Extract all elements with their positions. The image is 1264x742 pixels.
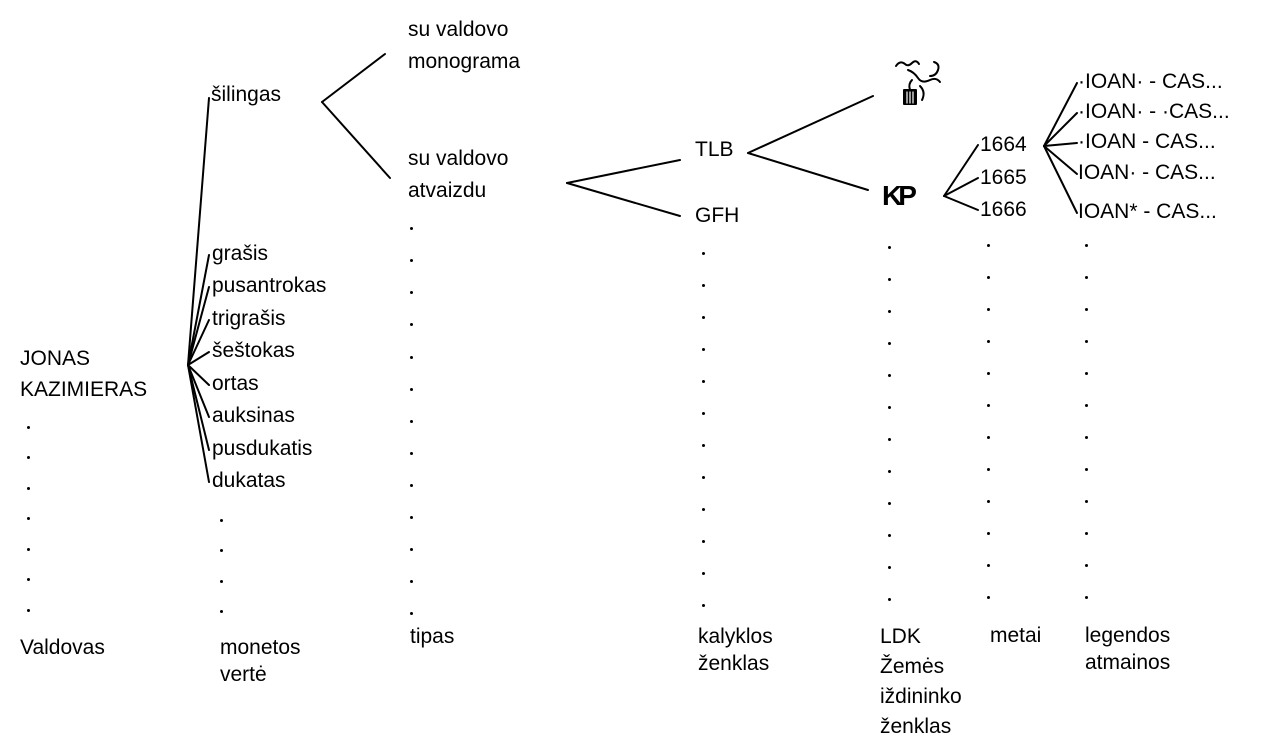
column-label-treasurer-line-2: Žemės bbox=[880, 655, 945, 678]
column-label-mint-line-2: ženklas bbox=[698, 652, 770, 675]
type-portrait-line-1: su valdovo bbox=[408, 147, 509, 170]
coin-value-grasis: grašis bbox=[212, 242, 269, 265]
coin-value-pusantrokas: pusantrokas bbox=[212, 274, 327, 297]
column-label-legend-line-1: legendos bbox=[1085, 624, 1171, 647]
type-monogram: su valdovo monograma bbox=[408, 14, 520, 78]
type-portrait-line-2: atvaizdu bbox=[408, 179, 487, 202]
ruler-name-line-1: JONAS bbox=[20, 347, 91, 370]
coin-value-pusdukatis: pusdukatis bbox=[212, 437, 313, 460]
year-1665: 1665 bbox=[980, 166, 1027, 189]
column-label-legend-line-2: atmainos bbox=[1085, 651, 1171, 674]
type-monogram-line-2: monograma bbox=[408, 50, 521, 73]
legend-variant-4: IOAN· - CAS... bbox=[1078, 161, 1216, 184]
coin-value-trigrasis: trigrašis bbox=[212, 307, 286, 330]
coin-value-ortas: ortas bbox=[212, 372, 259, 395]
column-label-treasurer-line-3: iždininko bbox=[880, 685, 962, 708]
legend-variant-1: ·IOAN· - CAS... bbox=[1078, 70, 1223, 93]
column-label-type: tipas bbox=[410, 623, 454, 650]
column-label-treasurer: LDK Žemės iždininko ženklas bbox=[880, 622, 962, 742]
type-portrait: su valdovo atvaizdu bbox=[408, 143, 508, 207]
mint-mark-gfh: GFH bbox=[695, 204, 740, 227]
mint-mark-tlb: TLB bbox=[695, 138, 734, 161]
column-label-legend: legendos atmainos bbox=[1085, 622, 1170, 676]
column-label-year: metai bbox=[990, 622, 1041, 649]
column-label-treasurer-line-1: LDK bbox=[880, 625, 921, 648]
coin-value-auksinas: auksinas bbox=[212, 404, 295, 427]
column-label-treasurer-line-4: ženklas bbox=[880, 715, 952, 738]
kp-mark: KP bbox=[882, 180, 917, 211]
legend-variant-5: IOAN* - CAS... bbox=[1078, 200, 1217, 223]
year-1664: 1664 bbox=[980, 133, 1027, 156]
kp-mark-text: KP bbox=[882, 180, 917, 211]
column-label-ruler: Valdovas bbox=[20, 634, 105, 661]
column-label-mint-line-1: kalyklos bbox=[698, 625, 773, 648]
coin-value-sestokas: šeštokas bbox=[212, 339, 295, 362]
ruler-name: JONAS KAZIMIERAS bbox=[20, 343, 147, 405]
column-label-type-line-1: tipas bbox=[410, 625, 455, 648]
legend-variant-3: ·IOAN - CAS... bbox=[1078, 130, 1216, 153]
coin-value-silingas: šilingas bbox=[211, 83, 282, 106]
legend-variant-2: ·IOAN· - ·CAS... bbox=[1078, 100, 1230, 123]
ruler-name-line-2: KAZIMIERAS bbox=[20, 378, 148, 401]
year-1666: 1666 bbox=[980, 198, 1027, 221]
column-label-year-line-1: metai bbox=[990, 624, 1042, 647]
coin-value-dukatas: dukatas bbox=[212, 469, 286, 492]
column-label-value-line-1: monetos bbox=[220, 636, 301, 659]
type-monogram-line-1: su valdovo bbox=[408, 18, 509, 41]
heraldic-emblem-icon bbox=[895, 60, 941, 105]
column-label-value-line-2: vertė bbox=[220, 663, 267, 686]
column-label-ruler-line-1: Valdovas bbox=[20, 636, 105, 659]
column-label-value: monetos vertė bbox=[220, 634, 301, 688]
column-label-mint: kalyklos ženklas bbox=[698, 623, 773, 677]
